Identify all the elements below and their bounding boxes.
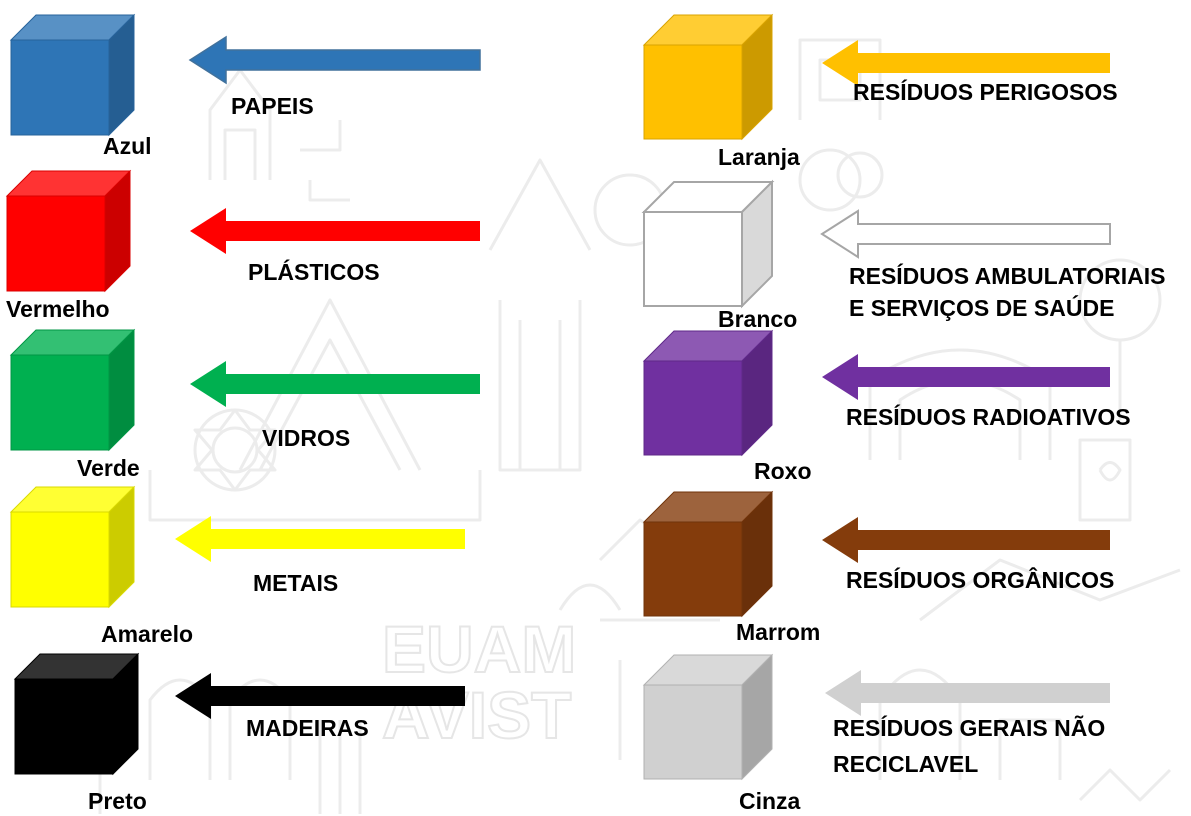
- white-bin-cube-icon: [641, 179, 775, 309]
- arrow-roxo: [822, 354, 1110, 400]
- material-label-azul: PAPEIS: [231, 93, 314, 119]
- arrow-cinza: [825, 670, 1110, 716]
- color-name-preto: Preto: [88, 788, 147, 814]
- arrow-verde: [190, 361, 480, 407]
- color-name-amarelo: Amarelo: [101, 621, 194, 647]
- arrow-amarelo: [175, 516, 465, 562]
- material-label-cinza-line-2: RECICLAVEL: [833, 751, 979, 777]
- arrow-azul: [188, 35, 481, 85]
- yellow-bin-cube-icon: [9, 485, 136, 609]
- color-name-roxo: Roxo: [754, 458, 812, 484]
- material-label-branco: RESÍDUOS AMBULATORIAIS: [849, 263, 1166, 289]
- material-label-vermelho: PLÁSTICOS: [248, 259, 380, 285]
- red-bin-cube-icon: [5, 169, 132, 293]
- color-name-vermelho: Vermelho: [6, 296, 110, 322]
- blue-bin-cube-icon: [9, 13, 136, 137]
- arrow-branco: [820, 209, 1111, 259]
- material-label-amarelo: METAIS: [253, 570, 339, 596]
- color-name-azul: Azul: [103, 133, 152, 159]
- arrow-preto: [175, 673, 465, 719]
- material-label-cinza: RESÍDUOS GERAIS NÃO: [833, 715, 1106, 741]
- material-label-branco-line-2: E SERVIÇOS DE SAÚDE: [849, 295, 1115, 321]
- arrow-marrom: [822, 517, 1110, 563]
- black-bin-cube-icon: [13, 652, 140, 776]
- color-name-laranja: Laranja: [718, 144, 800, 170]
- color-name-marrom: Marrom: [736, 619, 821, 645]
- color-name-branco: Branco: [718, 306, 798, 332]
- arrow-laranja: [822, 40, 1110, 86]
- material-label-roxo: RESÍDUOS RADIOATIVOS: [846, 404, 1131, 430]
- material-label-laranja: RESÍDUOS PERIGOSOS: [853, 79, 1118, 105]
- material-label-marrom: RESÍDUOS ORGÂNICOS: [846, 567, 1115, 593]
- arrow-vermelho: [190, 208, 480, 254]
- material-label-preto: MADEIRAS: [246, 715, 369, 741]
- watermark-text-top: EUAM: [382, 612, 576, 686]
- green-bin-cube-icon: [9, 328, 136, 452]
- material-label-verde: VIDROS: [262, 425, 351, 451]
- purple-bin-cube-icon: [642, 329, 774, 457]
- orange-bin-cube-icon: [642, 13, 774, 141]
- color-name-verde: Verde: [77, 455, 140, 481]
- color-name-cinza: Cinza: [739, 788, 801, 814]
- gray-bin-cube-icon: [642, 653, 774, 781]
- brown-bin-cube-icon: [642, 490, 774, 618]
